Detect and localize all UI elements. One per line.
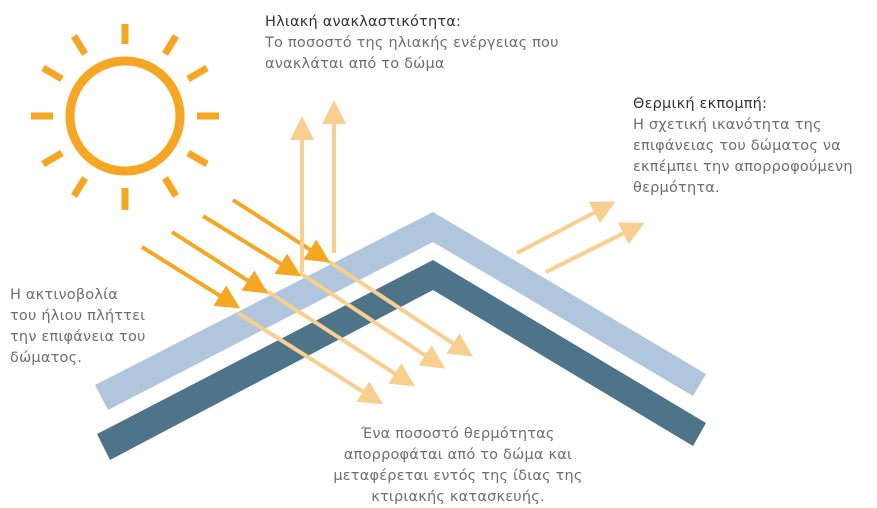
- radiation-text-line: Η ακτινοβολία: [10, 287, 118, 303]
- emittance-text-line: εκπέμπει την απορροφούμενη: [633, 159, 853, 175]
- emittance-label: Θερμική εκπομπή: Η σχετική ικανότητα της…: [633, 94, 853, 199]
- absorption-text-line: μεταφέρεται εντός της ίδιας της: [333, 468, 583, 484]
- absorption-text-line: Ένα ποσοστό θερμότητας: [361, 426, 555, 442]
- emitted-heat-rays: [516, 201, 645, 274]
- radiation-label: Η ακτινοβολία του ήλιου πλήττει την επιφ…: [10, 285, 146, 369]
- reflectance-label: Ηλιακή ανακλαστικότητα: Το ποσοστό της η…: [265, 12, 559, 75]
- reflectance-title: Ηλιακή ανακλαστικότητα:: [265, 14, 462, 30]
- reflected-rays: [290, 100, 346, 272]
- reflectance-text-line: Το ποσοστό της ηλιακής ενέργειας που: [265, 35, 559, 51]
- absorption-text-line: κτιριακής κατασκευής.: [371, 489, 545, 505]
- radiation-text-line: του ήλιου πλήττει: [10, 308, 146, 324]
- emittance-title: Θερμική εκπομπή:: [633, 96, 768, 112]
- emittance-text-line: Η σχετική ικανότητα της: [633, 117, 822, 133]
- emittance-text-line: επιφάνειας του δώματος να: [633, 138, 841, 154]
- roof-inner-layer: [97, 260, 706, 460]
- sun-icon: [31, 24, 219, 210]
- roof-outer-layer: [95, 212, 706, 410]
- radiation-text-line: την επιφάνεια του: [10, 329, 146, 345]
- absorption-label: Ένα ποσοστό θερμότητας απορροφάται από τ…: [318, 424, 598, 508]
- absorbed-rays: [236, 259, 474, 405]
- radiation-text-line: δώματος.: [10, 350, 83, 366]
- emittance-text-line: θερμότητα.: [633, 180, 720, 196]
- reflectance-text-line: ανακλάται από το δώμα: [265, 56, 445, 72]
- incoming-solar-rays: [140, 198, 331, 309]
- absorption-text-line: απορροφάται από το δώμα και: [343, 447, 573, 463]
